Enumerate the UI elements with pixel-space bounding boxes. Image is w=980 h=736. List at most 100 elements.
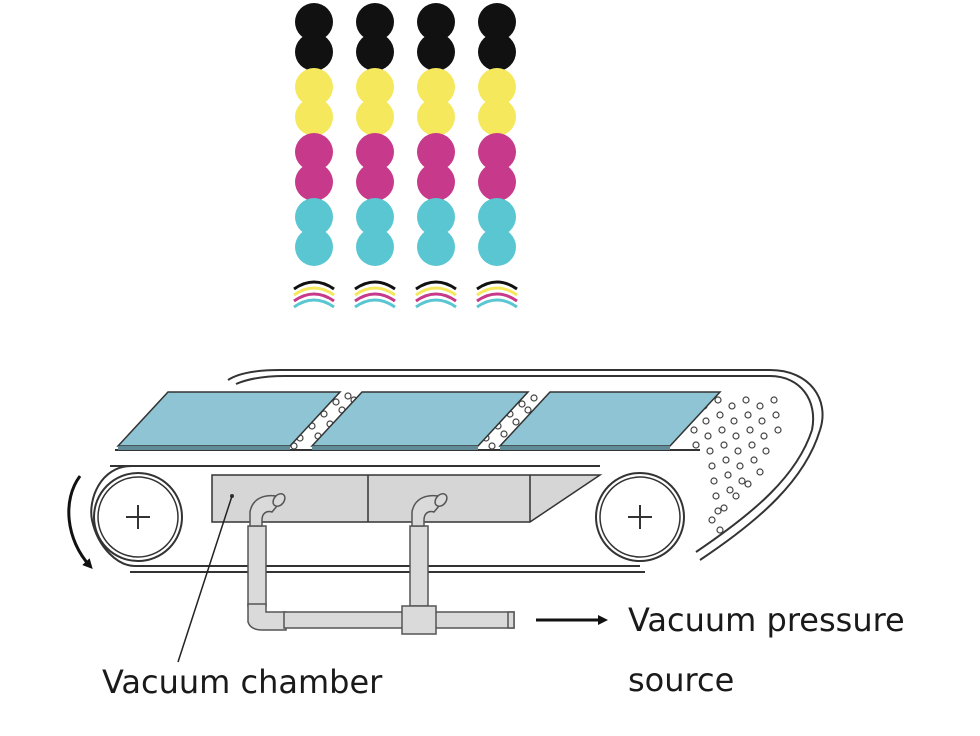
suction-hole xyxy=(774,426,782,434)
ink-droplet xyxy=(295,198,333,236)
curved-arrow-icon xyxy=(67,475,93,569)
conveyor-belt xyxy=(90,369,824,573)
suction-hole xyxy=(712,492,720,500)
suction-hole xyxy=(758,417,766,425)
suction-hole xyxy=(716,411,724,419)
ink-droplet xyxy=(356,68,394,106)
sheet-3 xyxy=(498,391,722,450)
suction-hole xyxy=(746,426,754,434)
ink-layer-arc xyxy=(293,280,335,291)
suction-hole xyxy=(730,417,738,425)
suction-hole xyxy=(738,477,746,485)
suction-hole xyxy=(714,507,722,515)
suction-hole xyxy=(756,402,764,410)
ink-droplet xyxy=(478,198,516,236)
suction-hole xyxy=(500,430,508,438)
suction-hole xyxy=(512,418,520,426)
sheet-1 xyxy=(116,391,342,450)
ink-droplet xyxy=(478,3,516,41)
ink-droplet xyxy=(478,133,516,171)
ink-layer-arc xyxy=(354,292,396,303)
suction-hole xyxy=(706,447,714,455)
ink-droplet xyxy=(478,98,516,136)
plus-icon xyxy=(126,505,150,529)
ink-droplet xyxy=(356,163,394,201)
suction-hole xyxy=(716,526,724,534)
suction-hole xyxy=(724,471,732,479)
ink-droplet xyxy=(356,33,394,71)
suction-hole xyxy=(702,417,710,425)
ink-droplet xyxy=(417,133,455,171)
ink-layer-arc xyxy=(354,280,396,291)
vacuum-pipes xyxy=(247,492,515,635)
suction-hole xyxy=(710,477,718,485)
suction-hole xyxy=(524,406,532,414)
suction-hole xyxy=(708,462,716,470)
suction-hole xyxy=(726,486,734,494)
ink-droplet xyxy=(295,33,333,71)
ink-droplet xyxy=(295,68,333,106)
ink-droplet xyxy=(417,228,455,266)
suction-hole xyxy=(732,432,740,440)
vacuum-source-label-line2: source xyxy=(628,661,735,699)
ink-layer-arc xyxy=(293,298,335,309)
ink-droplet xyxy=(417,198,455,236)
ink-droplet xyxy=(417,3,455,41)
suction-hole xyxy=(734,447,742,455)
right-roller xyxy=(595,472,685,562)
suction-hole xyxy=(320,410,328,418)
ink-layer-arc xyxy=(476,292,518,303)
ink-layer-arc xyxy=(415,280,457,291)
ink-droplet xyxy=(356,198,394,236)
ink-layer-arc xyxy=(293,286,335,297)
sheet-2 xyxy=(310,391,530,450)
suction-hole xyxy=(518,400,526,408)
ink-layer-arc xyxy=(476,298,518,309)
ink-droplet xyxy=(295,163,333,201)
ink-column xyxy=(415,3,457,309)
suction-hole xyxy=(530,394,538,402)
ink-layer-arc xyxy=(476,286,518,297)
suction-hole xyxy=(732,492,740,500)
ink-layer-arc xyxy=(354,298,396,309)
ink-droplet xyxy=(417,33,455,71)
suction-hole xyxy=(708,516,716,524)
ink-droplet xyxy=(356,98,394,136)
ink-droplet xyxy=(478,33,516,71)
ink-droplet xyxy=(295,228,333,266)
suction-hole xyxy=(714,396,722,404)
suction-hole xyxy=(744,411,752,419)
ink-droplet xyxy=(295,3,333,41)
suction-hole xyxy=(344,392,352,400)
suction-hole xyxy=(742,396,750,404)
ink-layer-arc xyxy=(354,286,396,297)
suction-hole xyxy=(762,447,770,455)
suction-hole xyxy=(744,480,752,488)
ink-droplet xyxy=(417,68,455,106)
ink-layer-arc xyxy=(415,286,457,297)
ink-droplet xyxy=(356,3,394,41)
ink-droplet xyxy=(417,163,455,201)
vacuum-source-label-line1: Vacuum pressure xyxy=(628,601,905,639)
suction-hole xyxy=(690,426,698,434)
ink-droplet xyxy=(295,98,333,136)
ink-layer-arc xyxy=(476,280,518,291)
ink-layer-arc xyxy=(293,292,335,303)
suction-hole xyxy=(770,396,778,404)
ink-droplet-columns xyxy=(293,3,518,309)
ink-layer-arc xyxy=(415,292,457,303)
suction-hole xyxy=(692,441,700,449)
suction-hole xyxy=(718,426,726,434)
suction-hole xyxy=(750,456,758,464)
ink-column xyxy=(354,3,396,309)
ink-droplet xyxy=(356,228,394,266)
suction-hole xyxy=(748,441,756,449)
suction-hole xyxy=(760,432,768,440)
ink-droplet xyxy=(478,228,516,266)
plus-icon xyxy=(628,505,652,529)
ink-droplet xyxy=(295,133,333,171)
suction-hole xyxy=(736,462,744,470)
suction-hole xyxy=(720,504,728,512)
ink-droplet xyxy=(356,133,394,171)
